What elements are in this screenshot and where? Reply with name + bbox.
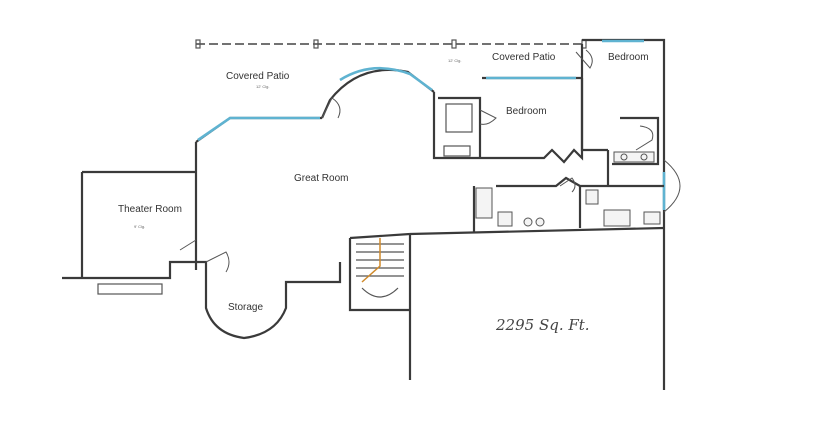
theater-ceiling-note: 9' Clg. <box>134 224 145 229</box>
great-room-label: Great Room <box>294 173 348 184</box>
theater-room-label: Theater Room <box>118 204 182 215</box>
patio-beam-line <box>195 39 587 49</box>
bedroom-center-label: Bedroom <box>506 106 547 117</box>
storage-walls <box>179 239 342 340</box>
patio-right-ceiling-note: 12' Clg. <box>448 58 461 63</box>
bedroom-center-walls <box>438 78 608 164</box>
kitchen-bath-walls <box>472 116 664 232</box>
storage-label: Storage <box>228 302 263 313</box>
exterior-walls <box>194 38 666 390</box>
windows <box>197 39 666 210</box>
bedroom-top-right-label: Bedroom <box>608 52 649 63</box>
covered-patio-right-label: Covered Patio <box>492 52 556 63</box>
stairs <box>348 232 411 312</box>
door-swings <box>321 49 681 213</box>
theater-room-walls <box>62 170 196 295</box>
square-footage-label: 2295 Sq. Ft. <box>495 316 590 334</box>
covered-patio-left-label: Covered Patio <box>226 71 290 82</box>
patio-left-ceiling-note: 12' Clg. <box>256 84 269 89</box>
